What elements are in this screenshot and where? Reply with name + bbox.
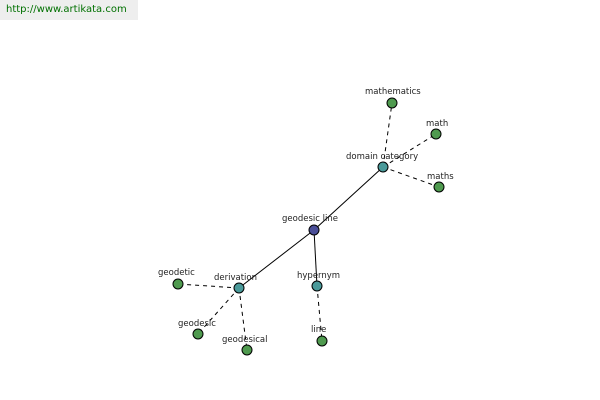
node-mathematics[interactable] (386, 97, 398, 109)
node-hypernym[interactable] (311, 280, 323, 292)
label-geodesic: geodesic (178, 319, 216, 329)
edge-derivation-geodesical (238, 287, 248, 351)
label-geodesical: geodesical (222, 335, 267, 345)
node-derivation[interactable] (233, 282, 245, 294)
label-maths: maths (427, 172, 454, 182)
node-maths[interactable] (433, 181, 445, 193)
edge-derivation-geodetic (177, 283, 240, 289)
edge-root-derivation (238, 229, 315, 289)
node-geodesical[interactable] (241, 344, 253, 356)
node-geodetic[interactable] (172, 278, 184, 290)
edge-hypernym-line (316, 285, 323, 342)
label-derivation: derivation (214, 273, 257, 283)
node-line[interactable] (316, 335, 328, 347)
label-line: line (311, 325, 326, 335)
edge-domain-mathematics (382, 102, 393, 168)
node-geodesic[interactable] (192, 328, 204, 340)
edge-derivation-geodesic (197, 287, 240, 335)
label-mathematics: mathematics (365, 87, 421, 97)
edge-domain-maths (382, 166, 440, 188)
label-domain-category: domain category (346, 152, 418, 162)
node-math[interactable] (430, 128, 442, 140)
node-geodesic-line[interactable] (308, 224, 320, 236)
edge-root-domain-category (313, 166, 384, 231)
edge-root-hypernym (313, 229, 318, 287)
label-hypernym: hypernym (297, 271, 340, 281)
node-domain-category[interactable] (377, 161, 389, 173)
label-math: math (426, 119, 448, 129)
url-banner: http://www.artikata.com (0, 0, 138, 20)
site-url-link[interactable]: http://www.artikata.com (6, 4, 127, 15)
label-geodetic: geodetic (158, 268, 195, 278)
edge-domain-math (382, 133, 437, 168)
label-geodesic-line: geodesic line (282, 214, 338, 224)
